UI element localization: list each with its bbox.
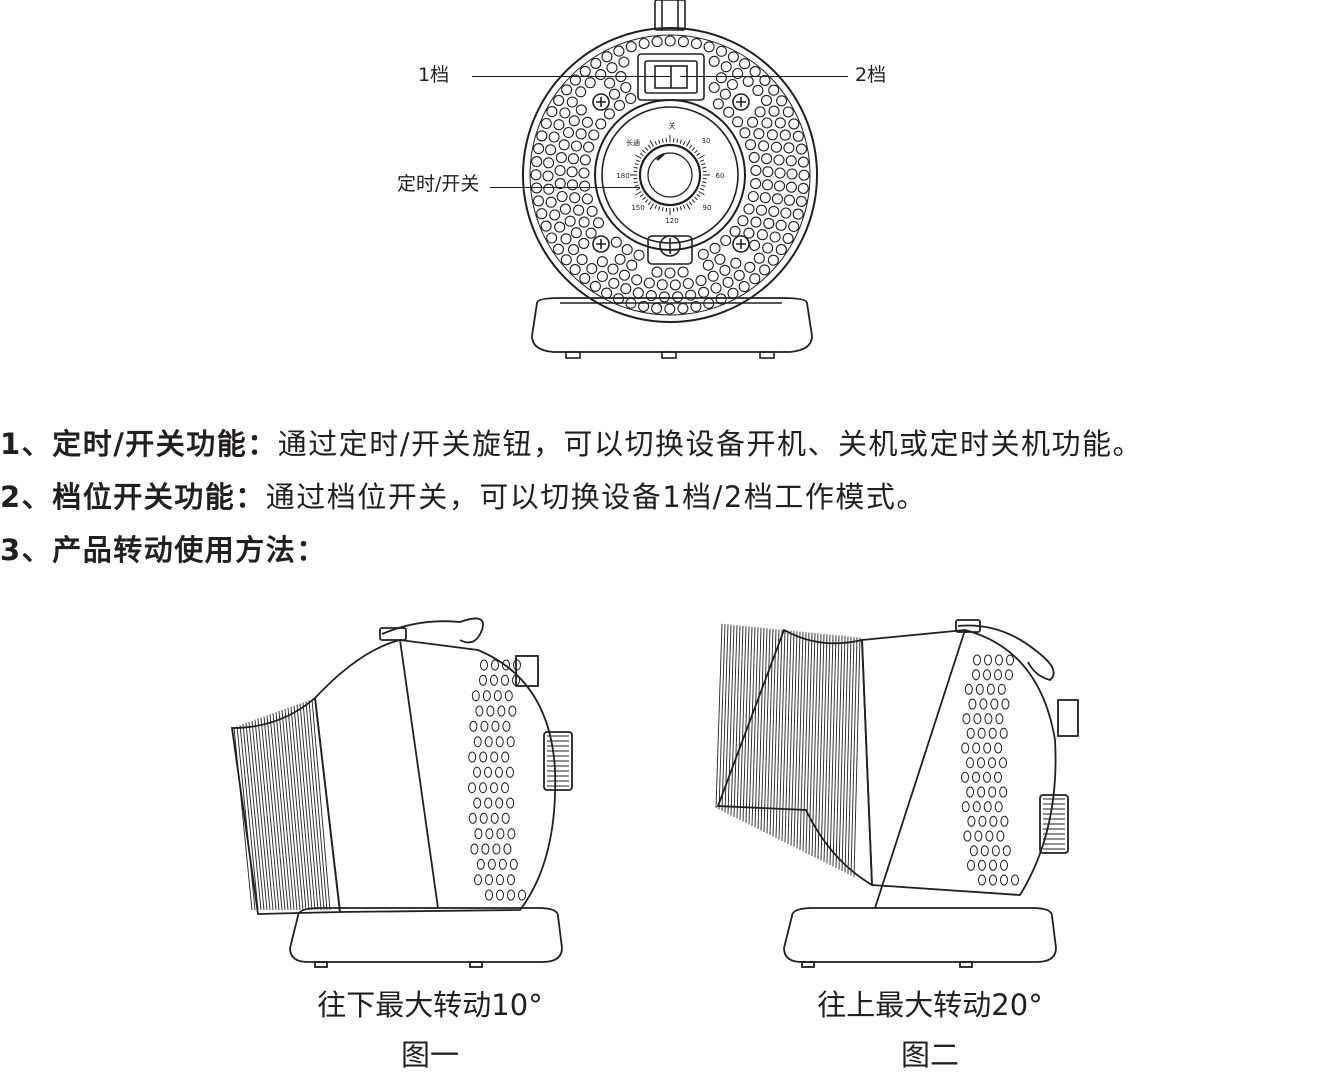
leader-gear-1 bbox=[472, 76, 670, 77]
dial-mark-180: 180 bbox=[616, 172, 629, 180]
dial-mark-90: 90 bbox=[703, 204, 712, 212]
heater-front-view: 长通 关 30 60 90 120 150 180 bbox=[522, 0, 818, 359]
instruction-text: 通过定时/开关旋钮，可以切换设备开机、关机或定时关机功能。 bbox=[277, 427, 1144, 461]
label-gear-1: 1档 bbox=[418, 64, 450, 86]
instruction-title: 定时/开关功能： bbox=[52, 427, 278, 461]
leader-gear-2 bbox=[680, 76, 848, 77]
dial-mark-150: 150 bbox=[631, 204, 644, 212]
instruction-text: 通过档位开关，可以切换设备1档/2档工作模式。 bbox=[265, 480, 927, 514]
leader-timer bbox=[490, 187, 640, 188]
figure-2-caption: 往上最大转动20° bbox=[817, 988, 1043, 1022]
dial-mark-60: 60 bbox=[716, 172, 725, 180]
dial-mark-120: 120 bbox=[665, 217, 678, 225]
instruction-3: 3、产品转动使用方法： bbox=[0, 532, 327, 568]
figure-2-name: 图二 bbox=[900, 1038, 959, 1072]
dial-mark-always-on: 长通 bbox=[626, 138, 640, 147]
label-timer-switch: 定时/开关 bbox=[397, 173, 480, 195]
instruction-title: 产品转动使用方法： bbox=[52, 533, 327, 567]
figure-1-caption: 往下最大转动10° bbox=[317, 988, 543, 1022]
figure-1-name: 图一 bbox=[400, 1038, 459, 1072]
instruction-number: 1、 bbox=[0, 427, 53, 461]
instruction-title: 档位开关功能： bbox=[52, 480, 266, 514]
dial-mark-off: 关 bbox=[669, 121, 676, 130]
instruction-1: 1、定时/开关功能：通过定时/开关旋钮，可以切换设备开机、关机或定时关机功能。 bbox=[0, 426, 1143, 462]
label-gear-2: 2档 bbox=[855, 64, 887, 86]
dial-mark-30: 30 bbox=[702, 137, 711, 145]
instruction-number: 2、 bbox=[0, 480, 53, 514]
instruction-number: 3、 bbox=[0, 533, 53, 567]
heater-side-view-down bbox=[230, 617, 573, 968]
instruction-2: 2、档位开关功能：通过档位开关，可以切换设备1档/2档工作模式。 bbox=[0, 479, 927, 515]
heater-side-view-up bbox=[715, 619, 1079, 968]
